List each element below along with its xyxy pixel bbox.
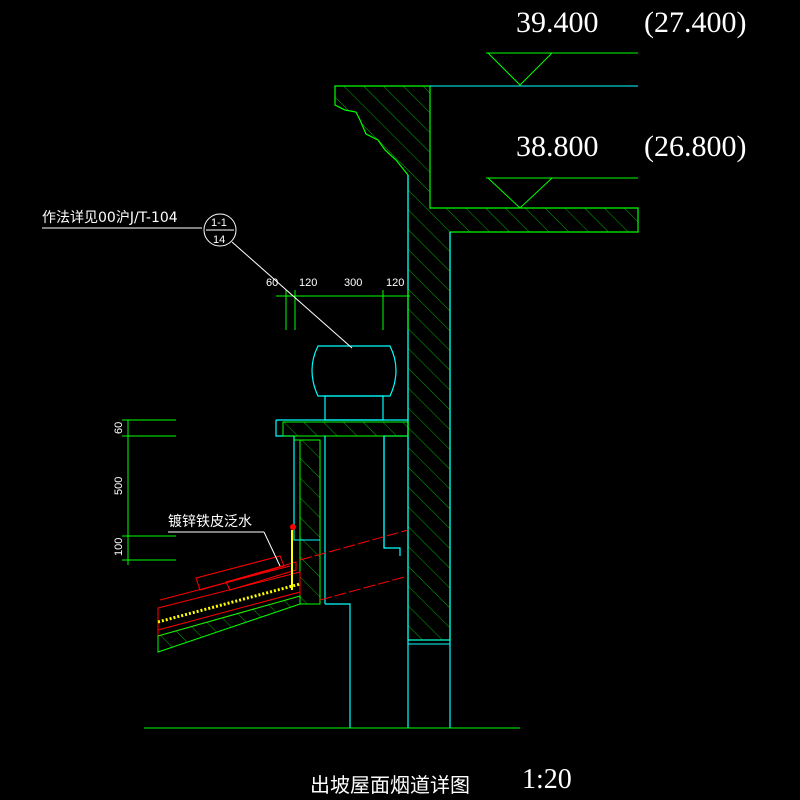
material-callout: 镀锌铁皮泛水 [168, 513, 281, 567]
flashing-nail [290, 524, 296, 530]
elevation-value: 39.400 [516, 6, 599, 39]
dimension-label: 100 [113, 538, 125, 556]
sloped-roof [157, 524, 409, 653]
chimney-cap [311, 345, 397, 421]
concrete-section [334, 85, 639, 641]
cap-slab [282, 421, 409, 437]
elevation-marker-second: 38.800 (26.800) [486, 130, 746, 209]
detail-number: 1-1 [211, 217, 227, 229]
roof-tiles [195, 555, 297, 591]
sheet-number: 14 [213, 234, 225, 246]
drawing-title: 出坡屋面烟道详图 1:20 [310, 764, 572, 797]
leader-line [231, 241, 353, 349]
material-note: 镀锌铁皮泛水 [168, 513, 252, 530]
roof-slab [157, 595, 301, 653]
elevation-relative: (26.800) [644, 130, 746, 163]
scale: 1:20 [522, 764, 572, 795]
elevation-marker-top: 39.400 (27.400) [486, 6, 746, 86]
title: 出坡屋面烟道详图 [310, 773, 470, 797]
dimension-label: 120 [386, 277, 404, 289]
dimension-label: 60 [266, 277, 278, 289]
dimension-label: 300 [344, 277, 362, 289]
callout-note: 作法详见00沪J/T-104 [42, 210, 178, 226]
insulation-layer [157, 582, 301, 624]
dimension-label: 60 [113, 422, 125, 434]
dimension-label: 120 [299, 277, 317, 289]
detail-callout: 作法详见00沪J/T-104 1-1 14 [42, 210, 353, 349]
vertical-dimensions: 60 500 100 [113, 419, 176, 565]
detail-bubble [203, 213, 237, 247]
horizontal-dimensions: 60 120 300 120 [266, 277, 410, 330]
chimney-shaft [275, 419, 409, 728]
parapet-slab [334, 85, 639, 641]
cap-neck [324, 395, 384, 421]
dimension-label: 500 [113, 477, 125, 495]
cap-ball [311, 345, 397, 397]
elevation-triangle [486, 52, 554, 86]
elevation-value: 38.800 [516, 130, 599, 163]
elevation-relative: (27.400) [644, 6, 746, 39]
wall-outline [407, 175, 451, 728]
elevation-triangle [486, 177, 554, 209]
